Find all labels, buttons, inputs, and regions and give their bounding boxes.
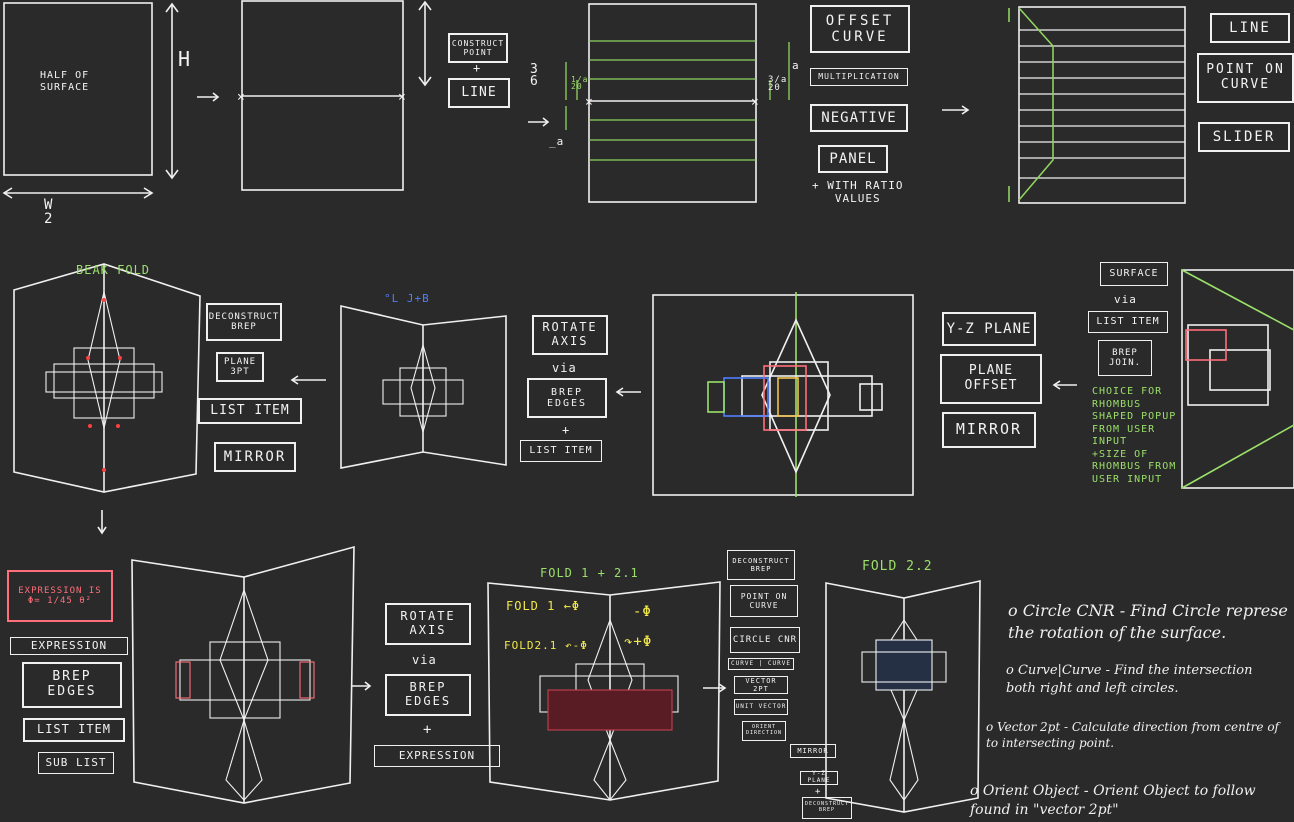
point-on-curve-box: POINT ON CURVE — [1197, 53, 1294, 103]
final-fold-sketch — [131, 545, 355, 804]
plane-offset-box: PLANE OFFSET — [940, 354, 1042, 404]
mirror-box-2: MIRROR — [942, 412, 1036, 448]
svg-text:×: × — [237, 90, 245, 105]
sub-list-box: SUB LIST — [38, 752, 114, 774]
yz-plane-box-2: Y-Z PLANE — [800, 770, 838, 785]
list-item-box-1: LIST ITEM — [198, 398, 302, 424]
deconstruct-brep-box: DECONSTRUCT BREP — [206, 303, 282, 341]
blue-notes: °L J+B — [384, 292, 430, 305]
offset-curve-box: OFFSET CURVE — [810, 5, 910, 53]
brep-edges-box-1: BREP EDGES — [527, 378, 607, 418]
list-item-box-3: LIST ITEM — [1088, 311, 1168, 333]
plus-1: + — [473, 61, 482, 75]
offset-rect — [588, 3, 757, 203]
fold-22-sketch — [825, 579, 981, 813]
brep-edges-box-2: BREP EDGES — [22, 662, 122, 708]
expression-box-2: EXPRESSION — [374, 745, 500, 767]
list-item-box-2: LIST ITEM — [520, 440, 602, 462]
slider-box: SLIDER — [1198, 122, 1290, 152]
note-curve-curve: o Curve|Curve - Find the intersection bo… — [1006, 663, 1253, 696]
svg-text:×: × — [751, 95, 759, 110]
rotate-axis-box-1: ROTATE AXIS — [532, 315, 608, 355]
mirror-sketch — [652, 294, 914, 496]
plane-3pt-box: PLANE 3PT — [216, 352, 264, 382]
beak-fold-sketch — [13, 263, 201, 493]
fold1-label: FOLD 1 ←Φ — [506, 599, 581, 613]
fold-22-title: FOLD 2.2 — [862, 559, 933, 574]
brep-join-box: BREP JOIN. — [1098, 340, 1152, 376]
fold-1-21-title: FOLD 1 + 2.1 — [540, 566, 639, 580]
choice-note: CHOICE FOR RHOMBUS SHAPED POPUP FROM USE… — [1092, 386, 1177, 485]
h-label: H — [178, 47, 192, 71]
frac-mid: 1/a 20 — [571, 75, 589, 92]
frac-left: 3 6 — [530, 62, 539, 89]
circle-cnr-box: CIRCLE CNR — [730, 627, 800, 653]
panel-box: PANEL — [818, 145, 888, 173]
mirror-box-3: MIRROR — [790, 744, 836, 758]
w-label: W 2 — [44, 197, 54, 227]
line-box-2: LINE — [1210, 13, 1290, 43]
plus-2: + — [562, 423, 571, 437]
via-2: via — [1114, 293, 1137, 306]
line-box-1: LINE — [448, 78, 510, 108]
svg-text:×: × — [398, 90, 406, 105]
neg-a: _a — [549, 135, 565, 148]
mirror-box-1: MIRROR — [214, 442, 296, 472]
vector-2pt-box: VECTOR 2PT — [734, 676, 788, 694]
slider-rect — [1018, 6, 1186, 204]
multiplication-box: MULTIPLICATION — [810, 68, 908, 86]
beak-fold-label: BEAK FOLD — [76, 263, 151, 277]
half-surface-rect — [3, 2, 153, 176]
deconstruct-brep-box-3: DECONSTRUCT BREP — [802, 797, 852, 819]
list-item-box-4: LIST ITEM — [23, 718, 125, 742]
surface-sketch — [1181, 269, 1294, 489]
rotate-axis-box-2: ROTATE AXIS — [385, 603, 471, 645]
svg-text:×: × — [585, 95, 593, 110]
negative-box: NEGATIVE — [810, 104, 908, 132]
orient-direction-box: ORIENT DIRECTION — [742, 721, 786, 741]
with-ratio-label: + WITH RATIO VALUES — [812, 179, 904, 205]
expression-eq-box: EXPRESSION IS Φ= 1/45 θ² — [7, 570, 113, 622]
yz-plane-box: Y-Z PLANE — [942, 312, 1036, 346]
a-right: a — [792, 59, 800, 72]
minus-phi: -Φ — [633, 604, 652, 620]
construct-point-box: CONSTRUCT POINT — [448, 33, 508, 63]
note-circle-cnr: o Circle CNR - Find Circle represe the r… — [1008, 601, 1288, 642]
brep-edges-box-3: BREP EDGES — [385, 674, 471, 716]
unit-vector-box: UNIT VECTOR — [734, 699, 788, 715]
half-surface-label: HALF OF SURFACE — [40, 70, 90, 93]
plus-4: + — [815, 787, 822, 797]
plus-3: + — [423, 722, 433, 738]
curve-curve-box: CURVE | CURVE — [728, 658, 794, 670]
point-on-curve-box-2: POINT ON CURVE — [730, 585, 798, 617]
expression-box-1: EXPRESSION — [10, 637, 128, 655]
plus-phi: ↷+Φ — [624, 634, 653, 650]
via-3: via — [412, 653, 437, 667]
frac-right: 3/a 20 — [768, 75, 788, 94]
note-vector-2pt: o Vector 2pt - Calculate direction from … — [986, 720, 1279, 751]
note-orient-object: o Orient Object - Orient Object to follo… — [970, 783, 1256, 818]
via-1: via — [552, 361, 577, 375]
fold21-label: FOLD2.1 ↶-Φ — [504, 639, 588, 652]
deconstruct-brep-box-2: DECONSTRUCT BREP — [727, 550, 795, 580]
surface-box: SURFACE — [1100, 262, 1168, 286]
